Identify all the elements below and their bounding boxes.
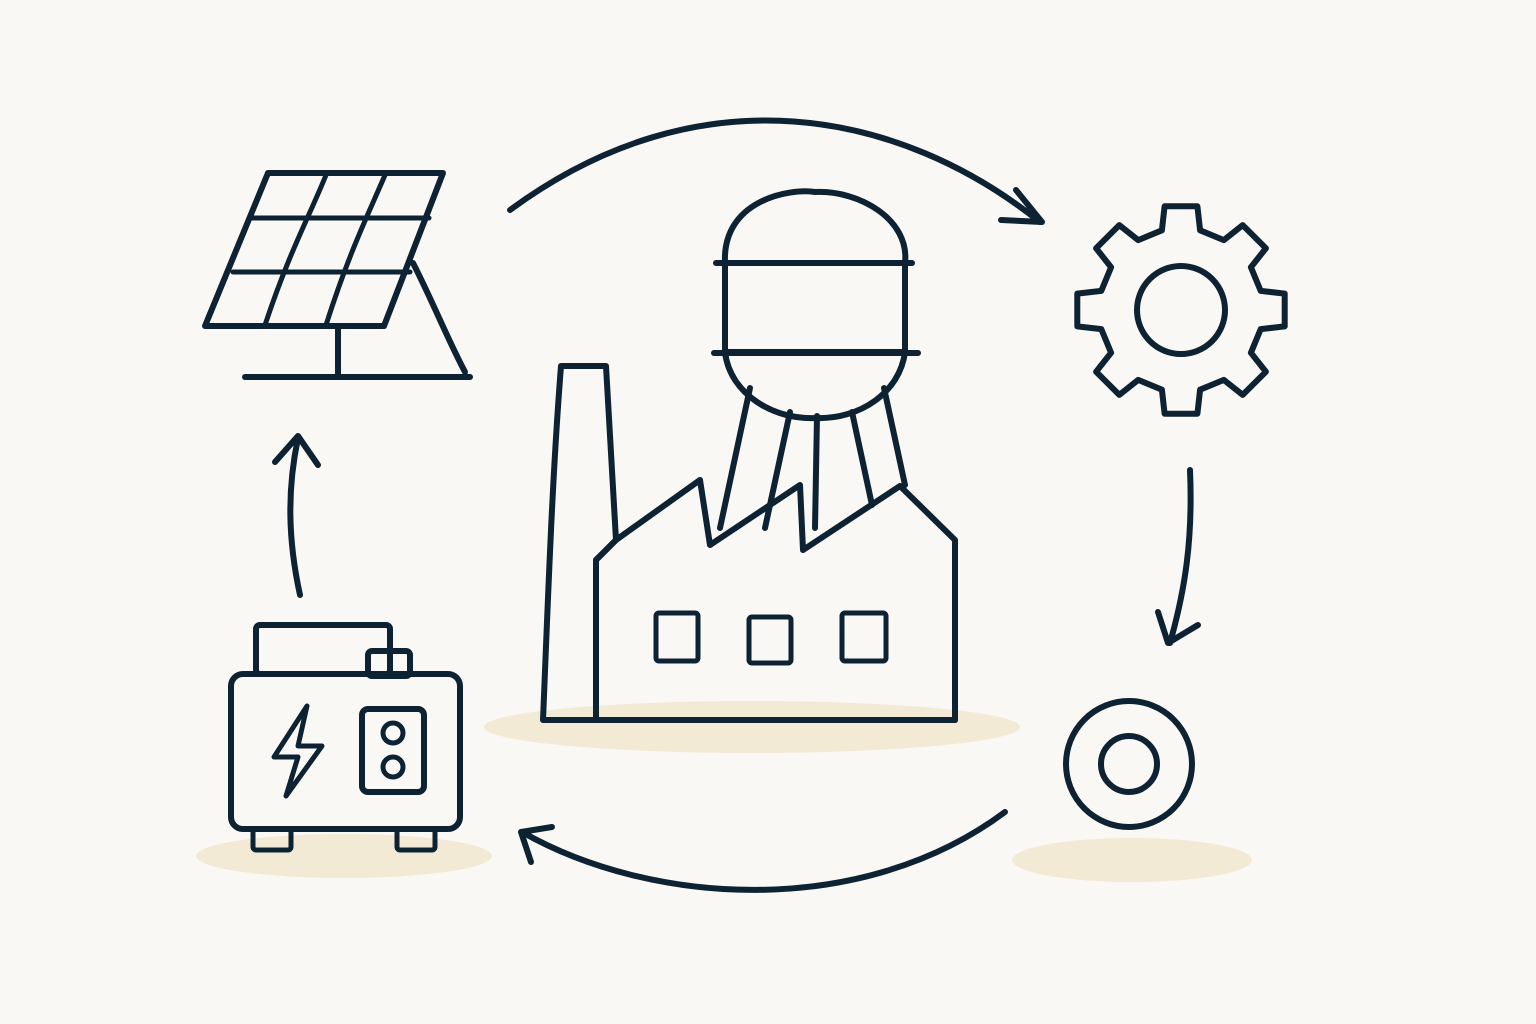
factory-window xyxy=(746,614,794,666)
lightning-bolt-icon xyxy=(271,703,325,799)
battery-generator-icon xyxy=(228,622,463,853)
target-shadow xyxy=(1012,838,1252,882)
arrow-generator-to-solar xyxy=(272,433,321,598)
factory-water-tower-icon xyxy=(540,188,958,723)
arrow-solar-to-gear xyxy=(507,117,1045,225)
solar-panel-icon xyxy=(202,170,473,380)
gear-icon xyxy=(1074,203,1288,417)
arrow-target-to-generator xyxy=(518,809,1008,893)
factory-window xyxy=(839,610,889,664)
generator-shadow xyxy=(196,834,492,878)
ring-target-icon xyxy=(1063,698,1195,830)
arrow-gear-to-target xyxy=(1155,467,1201,646)
factory-shadow xyxy=(484,701,1020,753)
factory-window xyxy=(653,610,701,664)
